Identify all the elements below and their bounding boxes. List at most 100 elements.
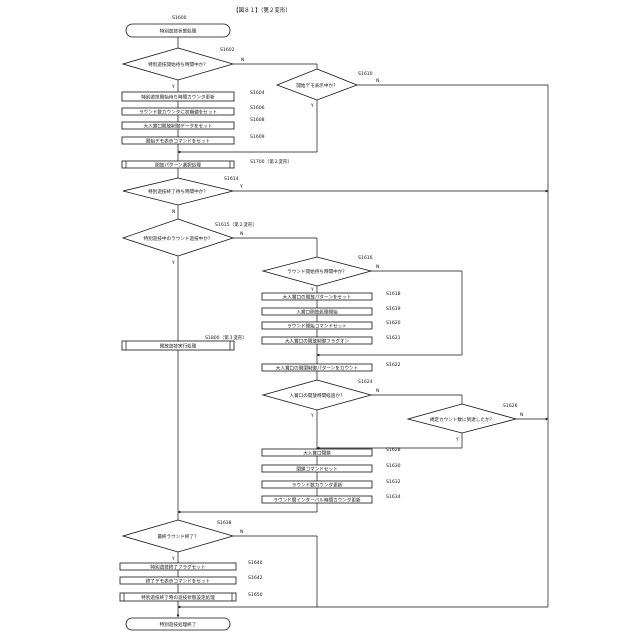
end-terminal: 特別遊技処理終了 bbox=[126, 618, 230, 630]
yes-label: Y bbox=[455, 437, 459, 443]
process-s1622: 大入賞口の開閉制御パターンをカウント S1622 bbox=[262, 362, 401, 372]
no-label: N bbox=[240, 529, 243, 535]
svg-text:特別遊技状態処理: 特別遊技状態処理 bbox=[160, 28, 197, 35]
svg-text:S1619: S1619 bbox=[386, 306, 401, 312]
decision-s1616: ラウンド開始待ち時間中か？ S1616 Y N bbox=[263, 255, 379, 293]
yes-label: Y bbox=[239, 184, 243, 190]
no-label: N bbox=[520, 412, 523, 418]
svg-text:開始デモ表示中か？: 開始デモ表示中か？ bbox=[296, 82, 337, 89]
svg-text:S1621: S1621 bbox=[386, 335, 401, 341]
start-terminal: 特別遊技状態処理 S1600 bbox=[126, 15, 230, 37]
svg-text:特別遊技開始待ち時間中か？: 特別遊技開始待ち時間中か？ bbox=[148, 61, 208, 68]
figure-title: 【図８１】（第２変形） bbox=[233, 6, 291, 14]
svg-text:S1626: S1626 bbox=[503, 403, 518, 409]
svg-text:特別遊技終了時の遊技状態設定処理: 特別遊技終了時の遊技状態設定処理 bbox=[141, 594, 215, 601]
yes-label: Y bbox=[310, 413, 314, 419]
svg-text:S1604: S1604 bbox=[250, 90, 265, 96]
start-ref: S1600 bbox=[172, 15, 187, 21]
process-s1650: 特別遊技終了時の遊技状態設定処理 S1650 bbox=[120, 592, 263, 601]
yes-label: Y bbox=[310, 103, 314, 109]
svg-text:S1642: S1642 bbox=[248, 575, 263, 581]
svg-text:ラウンド数カウンタ更新: ラウンド数カウンタ更新 bbox=[292, 482, 343, 489]
process-s1604: 特別遊技開始待ち時間カウンタ更新 S1604 bbox=[122, 90, 265, 101]
process-s1608: 大入賞口開放制御データをセット S1608 bbox=[122, 117, 265, 130]
svg-text:S1610: S1610 bbox=[358, 71, 373, 77]
svg-text:S1616: S1616 bbox=[358, 255, 373, 261]
svg-text:特別遊技開始待ち時間カウンタ更新: 特別遊技開始待ち時間カウンタ更新 bbox=[141, 94, 215, 101]
svg-text:終了デモ表示コマンドをセット: 終了デモ表示コマンドをセット bbox=[146, 578, 210, 585]
process-s1632: ラウンド数カウンタ更新 S1632 bbox=[262, 479, 401, 489]
svg-text:特別遊技処理終了: 特別遊技処理終了 bbox=[160, 621, 197, 628]
process-s1618: 大入賞口の開放パターンをセット S1618 bbox=[262, 291, 401, 301]
svg-text:特別遊技終了フラグセット: 特別遊技終了フラグセット bbox=[150, 564, 205, 571]
svg-text:ラウンド数カウンタに初期値をセット: ラウンド数カウンタに初期値をセット bbox=[139, 109, 217, 116]
decision-s1626: 規定カウント数に到達したか？ S1626 Y N bbox=[408, 403, 523, 443]
svg-text:S1602: S1602 bbox=[220, 47, 235, 53]
process-s1606: ラウンド数カウンタに初期値をセット S1606 bbox=[122, 105, 265, 116]
process-s1619: 入賞口開放処理開始 S1619 bbox=[262, 306, 401, 316]
no-label: N bbox=[172, 209, 175, 215]
svg-text:最終ラウンド終了？: 最終ラウンド終了？ bbox=[157, 533, 198, 540]
no-label: N bbox=[240, 231, 243, 237]
svg-text:S1614: S1614 bbox=[224, 176, 239, 182]
svg-text:特別遊技中のラウンド遊技中か？: 特別遊技中のラウンド遊技中か？ bbox=[144, 235, 213, 242]
decision-s1624: 入賞口の開放時間経過か？ S1624 Y N bbox=[263, 379, 379, 419]
svg-text:大入賞口の開放制御フラグオン: 大入賞口の開放制御フラグオン bbox=[285, 338, 350, 345]
svg-text:大入賞口の開閉制御パターンをカウント: 大入賞口の開閉制御パターンをカウント bbox=[276, 365, 358, 372]
svg-text:入賞口開放処理開始: 入賞口開放処理開始 bbox=[296, 309, 338, 316]
svg-text:開放遊技実行処理: 開放遊技実行処理 bbox=[160, 343, 197, 350]
svg-text:開始デモ表示コマンドをセット: 開始デモ表示コマンドをセット bbox=[146, 138, 210, 145]
decision-s1638: 最終ラウンド終了？ S1638 Y N bbox=[123, 520, 243, 562]
svg-text:S1638: S1638 bbox=[217, 520, 232, 526]
no-label: N bbox=[241, 57, 244, 63]
process-s1620: ラウンド開始コマンドセット S1620 bbox=[262, 320, 401, 330]
svg-text:S1618: S1618 bbox=[386, 291, 401, 297]
svg-text:ラウンド間インターバル時間カウンタ更新: ラウンド間インターバル時間カウンタ更新 bbox=[273, 497, 361, 504]
no-label: N bbox=[376, 388, 379, 394]
process-s1642: 終了デモ表示コマンドをセット S1642 bbox=[120, 575, 263, 585]
svg-text:ラウンド開始待ち時間中か？: ラウンド開始待ち時間中か？ bbox=[287, 268, 347, 275]
svg-text:特別遊技終了待ち時間中か？: 特別遊技終了待ち時間中か？ bbox=[148, 188, 208, 195]
process-s1628: 大入賞口閉鎖 S1628 bbox=[262, 447, 401, 457]
svg-text:S1650: S1650 bbox=[248, 592, 263, 598]
svg-text:S1700（第２変形）: S1700（第２変形） bbox=[250, 158, 292, 165]
process-s1700: 開放パターン選択処理 S1700（第２変形） bbox=[122, 158, 292, 169]
svg-text:閉鎖コマンドセット: 閉鎖コマンドセット bbox=[296, 466, 337, 473]
process-s1621: 大入賞口の開放制御フラグオン S1621 bbox=[262, 335, 401, 345]
no-label: N bbox=[376, 78, 379, 84]
svg-text:S1634: S1634 bbox=[386, 494, 401, 500]
svg-text:S1606: S1606 bbox=[250, 105, 265, 111]
no-label: N bbox=[376, 264, 379, 270]
svg-text:S1632: S1632 bbox=[386, 479, 401, 485]
yes-label: Y bbox=[171, 556, 175, 562]
svg-text:S1624: S1624 bbox=[358, 379, 373, 385]
svg-text:S1628: S1628 bbox=[386, 447, 401, 453]
decision-s1602: 特別遊技開始待ち時間中か？ S1602 Y N bbox=[123, 47, 244, 90]
yes-label: Y bbox=[171, 260, 175, 266]
process-s1630: 閉鎖コマンドセット S1630 bbox=[262, 463, 401, 473]
yes-label: Y bbox=[310, 287, 314, 293]
process-s1634: ラウンド間インターバル時間カウンタ更新 S1634 bbox=[262, 494, 401, 504]
process-s1800: 開放遊技実行処理 S1800（第３変形） bbox=[122, 334, 247, 350]
svg-text:S1640: S1640 bbox=[248, 560, 263, 566]
decision-s1615: 特別遊技中のラウンド遊技中か？ S1615（第２変形） Y N bbox=[123, 219, 257, 266]
process-s1609: 開始デモ表示コマンドをセット S1609 bbox=[122, 134, 265, 145]
yes-label: Y bbox=[171, 84, 175, 90]
svg-text:大入賞口閉鎖: 大入賞口閉鎖 bbox=[303, 450, 331, 457]
svg-text:S1800（第３変形）: S1800（第３変形） bbox=[205, 334, 247, 341]
svg-text:大入賞口開放制御データをセット: 大入賞口開放制御データをセット bbox=[144, 123, 213, 130]
process-s1640: 特別遊技終了フラグセット S1640 bbox=[120, 560, 263, 571]
svg-text:開放パターン選択処理: 開放パターン選択処理 bbox=[155, 162, 201, 169]
svg-text:S1609: S1609 bbox=[250, 134, 265, 140]
svg-text:S1608: S1608 bbox=[250, 117, 265, 123]
svg-text:規定カウント数に到達したか？: 規定カウント数に到達したか？ bbox=[430, 416, 494, 423]
svg-text:大入賞口の開放パターンをセット: 大入賞口の開放パターンをセット bbox=[283, 294, 352, 301]
decision-s1614: 特別遊技終了待ち時間中か？ S1614 N Y bbox=[123, 176, 243, 215]
decision-s1610: 開始デモ表示中か？ S1610 Y N bbox=[277, 69, 379, 109]
svg-text:S1615（第２変形）: S1615（第２変形） bbox=[215, 221, 257, 228]
svg-text:S1620: S1620 bbox=[386, 320, 401, 326]
svg-text:ラウンド開始コマンドセット: ラウンド開始コマンドセット bbox=[287, 323, 347, 330]
svg-text:S1622: S1622 bbox=[386, 362, 401, 368]
svg-text:S1630: S1630 bbox=[386, 463, 401, 469]
